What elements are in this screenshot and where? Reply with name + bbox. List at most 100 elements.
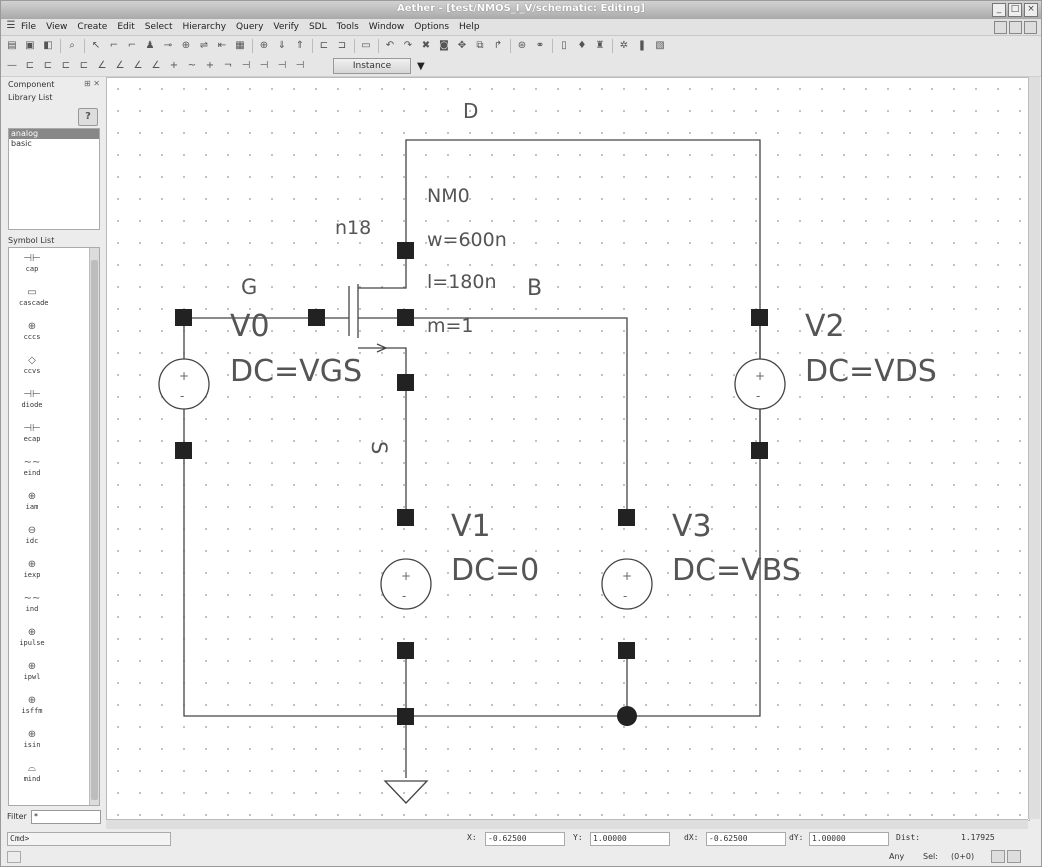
schematic-canvas[interactable]: +- +- +- +- <box>106 77 1030 821</box>
canvas-vertical-scrollbar[interactable] <box>1028 77 1040 819</box>
mdi-close-button[interactable] <box>1024 21 1037 34</box>
tick2-tool-icon[interactable]: ⊣ <box>259 60 269 71</box>
angle4-tool-icon[interactable]: ∠ <box>151 60 161 71</box>
check-save-icon[interactable]: ⊐ <box>337 40 347 51</box>
new-icon[interactable]: ▤ <box>7 40 17 51</box>
plus2-tool-icon[interactable]: + <box>205 60 215 71</box>
menu-sdl[interactable]: SDL <box>308 22 327 32</box>
undo-icon[interactable]: ↶ <box>385 40 395 51</box>
menu-file[interactable]: File <box>21 22 37 32</box>
symbol-item[interactable]: ⊣⊢diode <box>19 388 45 409</box>
wire-narrow-icon[interactable]: ⌐ <box>109 40 119 51</box>
menu-tools[interactable]: Tools <box>336 22 359 32</box>
line-tool-icon[interactable]: — <box>7 60 17 71</box>
minus-tool-icon[interactable]: ~ <box>187 60 197 71</box>
stretch-icon[interactable]: ⧉ <box>476 40 484 51</box>
menu-create[interactable]: Create <box>77 22 108 32</box>
wire-icon[interactable]: ↖ <box>91 40 101 51</box>
net-icon[interactable]: ⇤ <box>217 40 227 51</box>
find-icon[interactable]: ⊛ <box>517 40 527 51</box>
symbol-item[interactable]: ⊕iexp <box>19 558 45 579</box>
menu-options[interactable]: Options <box>414 22 450 32</box>
fit-icon[interactable]: ▭ <box>361 40 371 51</box>
menu-help[interactable]: Help <box>459 22 480 32</box>
symbol-item[interactable]: ⊕cccs <box>19 320 45 341</box>
tick4-tool-icon[interactable]: ⊣ <box>295 60 305 71</box>
rotate-icon[interactable]: ↱ <box>493 40 503 51</box>
symbol-item[interactable]: ⊣⊢ecap <box>19 422 45 443</box>
symbol-item[interactable]: ⊣⊢cap <box>19 252 45 273</box>
tick3-tool-icon[interactable]: ⊣ <box>277 60 287 71</box>
menu-select[interactable]: Select <box>144 22 173 32</box>
pin-icon[interactable]: ♟ <box>145 40 155 51</box>
symbol-item[interactable]: ⊕ipulse <box>19 627 45 647</box>
label-icon[interactable]: ⊸ <box>163 40 173 51</box>
minimize-button[interactable]: _ <box>992 3 1006 17</box>
grid-icon[interactable] <box>1007 850 1021 863</box>
menu-view[interactable]: View <box>46 22 68 32</box>
close-button[interactable]: × <box>1024 3 1038 17</box>
lock-icon[interactable] <box>991 850 1005 863</box>
canvas-horizontal-scrollbar[interactable] <box>106 819 1028 829</box>
log-toggle-button[interactable] <box>7 851 21 863</box>
bar-tool-icon[interactable]: ¬ <box>223 60 233 71</box>
export-icon[interactable]: ▧ <box>655 40 665 51</box>
save-icon[interactable]: ▣ <box>25 40 35 51</box>
plus-tool-icon[interactable]: + <box>169 60 179 71</box>
angle3-tool-icon[interactable]: ∠ <box>133 60 143 71</box>
symbol-item[interactable]: ⊕isin <box>19 728 45 749</box>
menu-query[interactable]: Query <box>236 22 264 32</box>
chevron-down-icon[interactable]: ▼ <box>417 60 425 72</box>
symbol-item[interactable]: ◇ccvs <box>19 354 45 375</box>
library-item-analog[interactable]: analog <box>9 129 99 139</box>
symbol-item[interactable]: ∼∼eind <box>19 456 45 477</box>
menu-edit[interactable]: Edit <box>117 22 135 32</box>
bus-icon[interactable]: ⇌ <box>199 40 209 51</box>
arc4-tool-icon[interactable]: ⊏ <box>79 60 89 71</box>
tick-tool-icon[interactable]: ⊣ <box>241 60 251 71</box>
symbol-item[interactable]: ⌓mind <box>19 762 45 783</box>
menu-hierarchy[interactable]: Hierarchy <box>182 22 227 32</box>
probe-icon[interactable]: ♦ <box>577 40 587 51</box>
info-icon[interactable]: ❚ <box>637 40 647 51</box>
check-icon[interactable]: ⊏ <box>319 40 329 51</box>
zoom-in-icon[interactable]: ⊕ <box>259 40 269 51</box>
redo-icon[interactable]: ↷ <box>403 40 413 51</box>
angle2-tool-icon[interactable]: ∠ <box>115 60 125 71</box>
symbol-item[interactable]: ⊕iam <box>19 490 45 511</box>
maximize-button[interactable]: □ <box>1008 3 1022 17</box>
trash-icon[interactable]: ♜ <box>595 40 605 51</box>
settings-icon[interactable]: ✲ <box>619 40 629 51</box>
menu-window[interactable]: Window <box>368 22 405 32</box>
property-icon[interactable]: ▦ <box>235 40 245 51</box>
mdi-restore-button[interactable] <box>1009 21 1022 34</box>
angle-tool-icon[interactable]: ∠ <box>97 60 107 71</box>
delete-icon[interactable]: ✖ <box>421 40 431 51</box>
mdi-minimize-button[interactable] <box>994 21 1007 34</box>
symbol-list-scrollbar[interactable] <box>89 248 99 805</box>
copy-icon[interactable]: ◙ <box>439 40 449 51</box>
arc3-tool-icon[interactable]: ⊏ <box>61 60 71 71</box>
symbol-item[interactable]: ⊕ipwl <box>19 660 45 681</box>
push-icon[interactable]: ⇓ <box>277 40 287 51</box>
save-all-icon[interactable]: ◧ <box>43 40 53 51</box>
help-button[interactable]: ? <box>78 108 98 126</box>
library-item-basic[interactable]: basic <box>11 139 32 148</box>
symbol-item[interactable]: ⊕isffm <box>19 694 45 715</box>
arc2-tool-icon[interactable]: ⊏ <box>43 60 53 71</box>
wire-wide-icon[interactable]: ⌐ <box>127 40 137 51</box>
panel-close-icon[interactable]: ⊞ ✕ <box>84 79 100 88</box>
instance-icon[interactable]: ⊕ <box>181 40 191 51</box>
symbol-item[interactable]: ⊖idc <box>19 524 45 545</box>
instance-combo[interactable]: Instance <box>333 58 411 74</box>
zoom-icon[interactable]: ⌕ <box>69 40 75 51</box>
symbol-item[interactable]: ▭cascade <box>19 287 49 307</box>
command-input[interactable]: Cmd> <box>7 832 171 846</box>
arc-tool-icon[interactable]: ⊏ <box>25 60 35 71</box>
menu-verify[interactable]: Verify <box>273 22 299 32</box>
move-icon[interactable]: ✥ <box>457 40 467 51</box>
symbol-item[interactable]: ∼∼ind <box>19 592 45 613</box>
pop-icon[interactable]: ⇑ <box>295 40 305 51</box>
filter-input[interactable]: * <box>31 810 101 824</box>
binoculars-icon[interactable]: ⚭ <box>535 40 545 51</box>
